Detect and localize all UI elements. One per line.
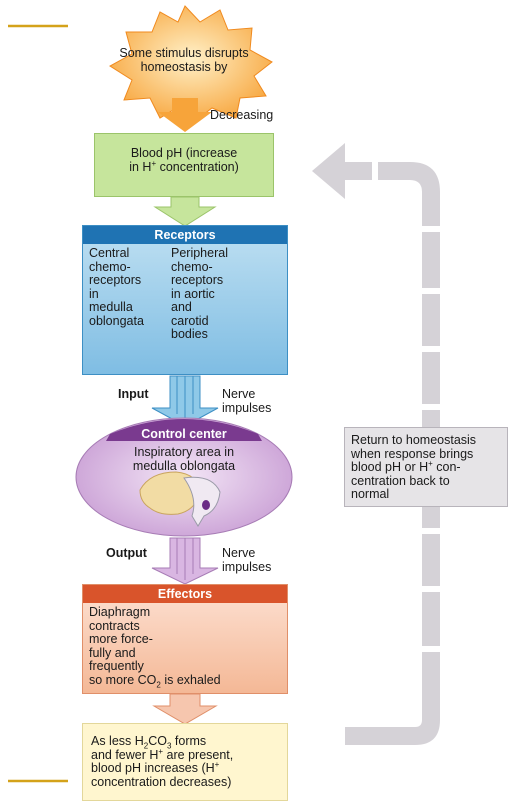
central-line: in [89,288,169,302]
control-center-text: Inspiratory area in medulla oblongata [104,445,264,473]
central-line: oblongata [89,315,169,329]
effectors-line: fully and [89,647,285,661]
effectors-title: Effectors [83,585,287,603]
effectors-line-last: so more CO2 is exhaled [89,674,285,688]
central-line: receptors [89,274,169,288]
return-box: Return to homeostasis when response brin… [344,427,508,507]
response-line-3: blood pH increases (H+ [91,762,287,776]
response-line-4: concentration decreases) [91,776,287,790]
stimulus-line-1: Some stimulus disrupts [118,46,250,60]
effectors-line: Diaphragm [89,606,285,620]
effectors-line: frequently [89,660,285,674]
control-line-2: medulla oblongata [104,459,264,473]
output-arrow [152,538,218,584]
arrow-variable-to-receptors [155,197,215,226]
effectors-line: contracts [89,620,285,634]
peripheral-line: Peripheral [171,247,251,261]
response-box: As less H2CO3 forms and fewer H+ are pre… [82,723,288,801]
return-line-1: Return to homeostasis [351,434,507,448]
output-label: Output [106,546,147,560]
peripheral-line: and [171,301,251,315]
output-nerve-line: Nerve [222,546,271,560]
return-line-4: centration back to [351,475,507,489]
peripheral-line: in aortic [171,288,251,302]
control-line-1: Inspiratory area in [104,445,264,459]
receptors-peripheral: Peripheral chemo- receptors in aortic an… [171,247,251,342]
response-line-2: and fewer H+ are present, [91,749,287,763]
arrow-effectors-to-response [154,694,216,724]
receptors-title: Receptors [83,226,287,244]
peripheral-line: carotid [171,315,251,329]
response-line-1: As less H2CO3 forms [91,735,287,749]
peripheral-line: bodies [171,328,251,342]
return-line-5: normal [351,488,507,502]
variable-line-1: Blood pH (increase [95,146,273,160]
stimulus-text: Some stimulus disrupts homeostasis by [118,46,250,74]
central-line: Central [89,247,169,261]
control-center-title: Control center [104,427,264,441]
input-nerve-line: Nerve [222,387,271,401]
peripheral-line: receptors [171,274,251,288]
effectors-text: Diaphragm contracts more force- fully an… [89,606,285,687]
stimulus-line-2: homeostasis by [118,60,250,74]
central-line: chemo- [89,261,169,275]
decreasing-label: Decreasing [210,108,273,122]
variable-line-2: in H+ concentration) [95,160,273,174]
receptors-central: Central chemo- receptors in medulla oblo… [89,247,169,328]
input-impulses-line: impulses [222,401,271,415]
return-line-3: blood pH or H+ con- [351,461,507,475]
output-impulses-line: impulses [222,560,271,574]
variable-box: Blood pH (increase in H+ concentration) [94,133,274,197]
effectors-box: Effectors Diaphragm contracts more force… [82,584,288,694]
central-line: medulla [89,301,169,315]
receptors-box: Receptors Central chemo- receptors in me… [82,225,288,375]
peripheral-line: chemo- [171,261,251,275]
output-nerve-impulses: Nerve impulses [222,546,271,574]
input-nerve-impulses: Nerve impulses [222,387,271,415]
effectors-line: more force- [89,633,285,647]
input-label: Input [118,387,149,401]
